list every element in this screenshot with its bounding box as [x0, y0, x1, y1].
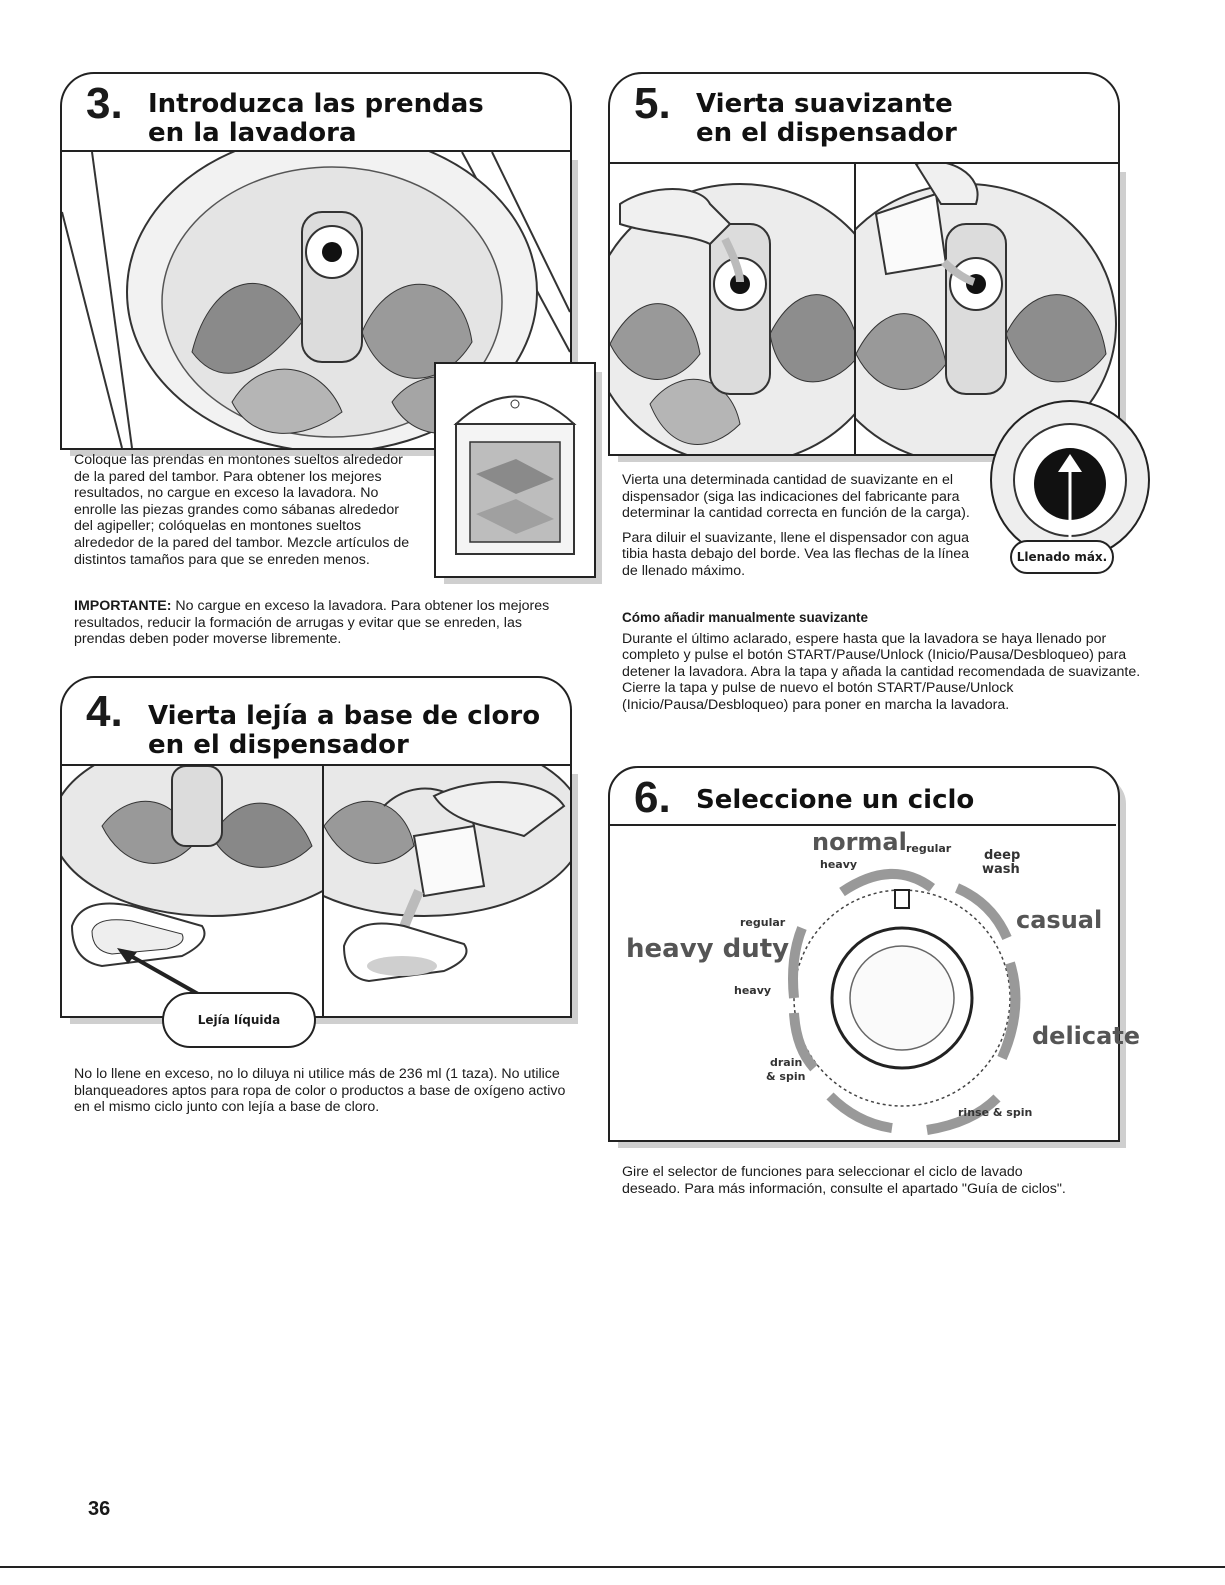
pouring-bleach-illustration	[324, 766, 570, 983]
step-3-title-line2: en la lavadora	[148, 118, 357, 148]
cycle-selector-dial[interactable]	[752, 848, 1052, 1148]
washer-front-inset-illustration	[453, 395, 577, 555]
step-6-title: Seleccione un ciclo	[696, 785, 975, 815]
step-5-header	[608, 72, 1120, 164]
step-5-subhead: Cómo añadir manualmente suavizante	[622, 610, 869, 625]
pouring-softener-bottle-illustration	[610, 183, 856, 454]
dial-label-heavy-duty-regular[interactable]: regular	[740, 916, 786, 929]
important-text: No cargue en exceso la lavadora. Para ob…	[74, 598, 550, 648]
step-4-illustration-right	[322, 764, 572, 1018]
bottom-rule	[0, 1566, 1225, 1568]
step-4-number: 4.	[86, 687, 123, 736]
step-5-manual-block: Cómo añadir manualmente suavizante Duran…	[622, 610, 1142, 722]
step-6-paragraph: Gire el selector de funciones para selec…	[622, 1164, 1066, 1197]
dial-label-deep-wash-1[interactable]: deep	[984, 848, 1021, 863]
step-3-text-block: Coloque las prendas en montones sueltos …	[74, 452, 414, 576]
step-3-paragraph: Coloque las prendas en montones sueltos …	[74, 452, 410, 568]
dial-label-rinse-spin[interactable]: rinse & spin	[958, 1106, 1033, 1119]
step-6-text-block: Gire el selector de funciones para selec…	[622, 1164, 1082, 1205]
dial-label-normal-regular[interactable]: regular	[906, 842, 952, 855]
step-4-illustration-left	[60, 764, 326, 1018]
step-3-header	[60, 72, 572, 152]
step-4-text-block: No lo llene en exceso, no lo diluya ni u…	[74, 1066, 584, 1124]
step-3-number: 3.	[86, 79, 123, 128]
step-3-title-line1: Introduzca las prendas	[148, 89, 484, 119]
step-5-paragraph-3: Durante el último aclarado, espere hasta…	[622, 630, 1141, 713]
step-4-paragraph: No lo llene en exceso, no lo diluya ni u…	[74, 1066, 566, 1116]
step-5-illustration-right	[854, 162, 1120, 456]
dial-label-deep-wash-2[interactable]: wash	[982, 862, 1020, 877]
dial-label-normal-heavy[interactable]: heavy	[820, 858, 858, 871]
step-3-important-block: IMPORTANTE: No cargue en exceso la lavad…	[74, 598, 574, 656]
step-4-title-line2: en el dispensador	[148, 730, 409, 760]
max-fill-callout: Llenado máx.	[1010, 540, 1114, 574]
dial-label-drain-spin-1[interactable]: drain	[770, 1056, 803, 1069]
step-3-section: 3. Introduzca las prendas en la lavadora	[60, 72, 600, 662]
step-6-number: 6.	[634, 773, 671, 822]
step-4-section: 4. Vierta lejía a base de cloro en el di…	[60, 676, 600, 1146]
step-5-section: 5. Vierta suavizante en el dispensador	[608, 72, 1150, 752]
max-fill-inset	[990, 400, 1150, 560]
step-3-inset-washer	[434, 362, 596, 578]
dial-label-delicate[interactable]: delicate	[1032, 1022, 1141, 1050]
step-5-paragraph-2: Para diluir el suavizante, llene el disp…	[622, 529, 970, 579]
step-4-header	[60, 676, 572, 766]
step-4-title-line1: Vierta lejía a base de cloro	[148, 701, 541, 731]
step-5-paragraph-1: Vierta una determinada cantidad de suavi…	[622, 472, 970, 522]
dispenser-max-fill-illustration	[1013, 423, 1127, 558]
dial-label-heavy-duty[interactable]: heavy duty	[626, 934, 790, 964]
step-6-header-divider	[610, 824, 1116, 826]
page-number: 36	[88, 1498, 111, 1520]
step-5-title-line2: en el dispensador	[696, 118, 957, 148]
step-5-title-line1: Vierta suavizante	[696, 89, 953, 119]
step-6-section: 6. Seleccione un ciclo normal regular he…	[608, 766, 1148, 1226]
pouring-water-cup-illustration	[856, 164, 1117, 454]
dial-label-heavy-duty-heavy[interactable]: heavy	[734, 984, 772, 997]
bleach-dispenser-illustration	[62, 766, 324, 1016]
step-5-illustration-left	[608, 162, 858, 456]
important-label: IMPORTANTE:	[74, 598, 172, 614]
step-5-number: 5.	[634, 79, 671, 128]
dial-label-drain-spin-2[interactable]: & spin	[766, 1070, 806, 1083]
step-3-important: IMPORTANTE: No cargue en exceso la lavad…	[74, 598, 574, 648]
dial-label-normal[interactable]: normal	[812, 828, 907, 856]
dial-label-casual[interactable]: casual	[1016, 906, 1103, 934]
step-5-text-block: Vierta una determinada cantidad de suavi…	[622, 472, 982, 588]
bleach-callout: Lejía líquida	[162, 992, 316, 1048]
